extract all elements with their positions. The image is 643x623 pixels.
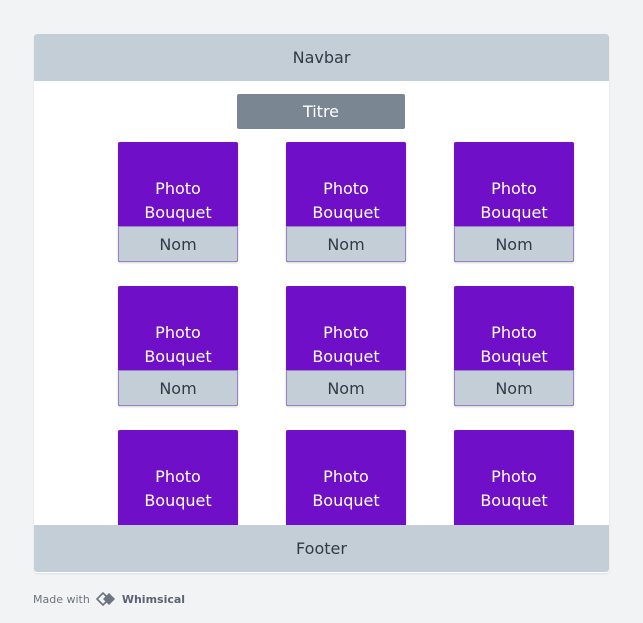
bouquet-name: Nom (454, 226, 574, 262)
photo-label-line2: Bouquet (144, 347, 212, 366)
photo-label-line2: Bouquet (312, 203, 380, 222)
bouquet-photo: Photo Bouquet (454, 321, 574, 369)
whimsical-logo-icon (95, 591, 117, 607)
bouquet-name: Nom (286, 370, 406, 406)
photo-label-line1: Photo (491, 179, 537, 198)
made-with-text: Made with (33, 592, 90, 606)
photo-label-line1: Photo (155, 323, 201, 342)
made-with-attribution[interactable]: Made with Whimsical (33, 591, 185, 607)
footer: Footer (34, 525, 609, 572)
photo-label-line2: Bouquet (480, 347, 548, 366)
bouquet-photo: Photo Bouquet (454, 465, 574, 513)
bouquet-card[interactable]: Photo Bouquet Nom (286, 286, 406, 406)
bouquet-name: Nom (118, 226, 238, 262)
photo-label-line2: Bouquet (144, 491, 212, 510)
bouquet-photo: Photo Bouquet (118, 465, 238, 513)
photo-label-line1: Photo (155, 179, 201, 198)
bouquet-photo: Photo Bouquet (286, 465, 406, 513)
photo-label-line1: Photo (323, 323, 369, 342)
bouquet-name: Nom (454, 370, 574, 406)
photo-label-line2: Bouquet (480, 491, 548, 510)
photo-label-line1: Photo (491, 467, 537, 486)
page-title: Titre (237, 94, 405, 129)
bouquet-name: Nom (286, 226, 406, 262)
bouquet-card[interactable]: Photo Bouquet Nom (454, 142, 574, 262)
photo-label-line1: Photo (323, 467, 369, 486)
bouquet-name: Nom (118, 370, 238, 406)
wireframe-frame: Navbar Titre Photo Bouquet Nom Photo Bou… (34, 34, 609, 573)
bouquet-card[interactable]: Photo Bouquet Nom (286, 142, 406, 262)
bouquet-photo: Photo Bouquet (454, 177, 574, 225)
bouquet-card[interactable]: Photo Bouquet Nom (118, 142, 238, 262)
photo-label-line1: Photo (155, 467, 201, 486)
photo-label-line2: Bouquet (312, 347, 380, 366)
navbar: Navbar (34, 34, 609, 81)
bouquet-photo: Photo Bouquet (286, 321, 406, 369)
bouquet-card[interactable]: Photo Bouquet Nom (118, 286, 238, 406)
photo-label-line2: Bouquet (312, 491, 380, 510)
photo-label-line1: Photo (323, 179, 369, 198)
bouquet-photo: Photo Bouquet (118, 177, 238, 225)
bouquet-photo: Photo Bouquet (286, 177, 406, 225)
whimsical-brand-text: Whimsical (121, 592, 186, 606)
photo-label-line1: Photo (491, 323, 537, 342)
bouquet-card[interactable]: Photo Bouquet Nom (454, 286, 574, 406)
bouquet-photo: Photo Bouquet (118, 321, 238, 369)
photo-label-line2: Bouquet (144, 203, 212, 222)
photo-label-line2: Bouquet (480, 203, 548, 222)
